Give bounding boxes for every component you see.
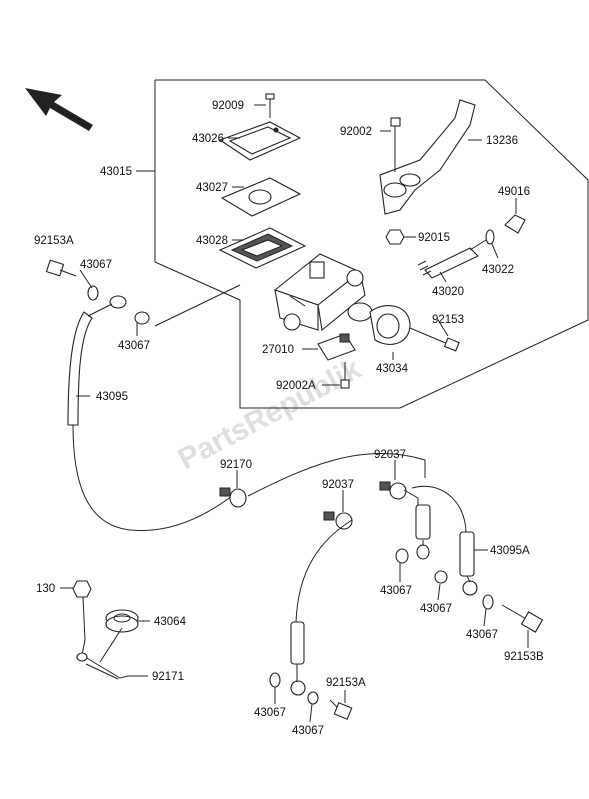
label-92037-b: 92037 xyxy=(374,449,406,461)
nut-92015 xyxy=(385,229,405,245)
bolt-92002 xyxy=(390,117,401,172)
circlip-43022 xyxy=(485,229,495,245)
label-43020: 43020 xyxy=(432,286,464,298)
label-92002A: 92002A xyxy=(276,380,316,392)
label-43067-d: 43067 xyxy=(420,603,452,615)
boot-49016 xyxy=(504,214,526,234)
label-49016: 49016 xyxy=(498,186,530,198)
label-27010: 27010 xyxy=(262,344,294,356)
label-92153A-lower: 92153A xyxy=(326,677,366,689)
label-43067-c: 43067 xyxy=(380,585,412,597)
washer-43067-a xyxy=(87,285,99,301)
label-92002: 92002 xyxy=(340,126,372,138)
plate-43027 xyxy=(220,177,302,217)
assembly-outline xyxy=(154,79,589,409)
label-43067-g: 43067 xyxy=(292,725,324,737)
front-direction-arrow-icon xyxy=(25,88,93,131)
label-43034: 43034 xyxy=(376,363,409,375)
brake-lever-13236 xyxy=(379,99,476,215)
label-43095A: 43095A xyxy=(490,545,530,557)
label-43022: 43022 xyxy=(482,264,514,276)
switch-27010 xyxy=(317,333,356,361)
clamp-43034 xyxy=(369,305,411,345)
reservoir-cap-43026 xyxy=(218,121,302,161)
label-43067-a: 43067 xyxy=(80,259,112,271)
label-92153A-upper: 92153A xyxy=(34,235,74,247)
label-92170: 92170 xyxy=(220,459,252,471)
washer-43067-d xyxy=(434,570,448,584)
label-43067-b: 43067 xyxy=(118,340,150,352)
label-43064: 43064 xyxy=(154,616,187,628)
label-92009: 92009 xyxy=(212,100,244,112)
brake-hose-43095 xyxy=(67,295,426,532)
label-43095: 43095 xyxy=(96,391,128,403)
label-92153B: 92153B xyxy=(504,651,544,663)
label-13236: 13236 xyxy=(486,135,518,147)
washer-43067-e xyxy=(482,594,494,610)
bolt-92153A-lower xyxy=(329,699,353,720)
screw-92002A xyxy=(340,362,350,389)
screw-92009 xyxy=(265,93,275,118)
brake-hose-43095A xyxy=(290,485,478,696)
label-92171: 92171 xyxy=(152,671,184,683)
label-43015: 43015 xyxy=(100,166,132,178)
label-92153: 92153 xyxy=(432,314,464,326)
clamp-92171 xyxy=(76,627,129,680)
washer-43067-c xyxy=(395,548,409,564)
washer-43067-f xyxy=(269,672,281,688)
label-130: 130 xyxy=(36,583,55,595)
piston-assembly-43020 xyxy=(417,239,487,279)
grommet-43064 xyxy=(105,609,139,633)
label-92037-a: 92037 xyxy=(322,479,354,491)
master-cylinder-body xyxy=(273,253,373,332)
bolt-130 xyxy=(72,580,92,641)
bolt-92153A-upper xyxy=(45,259,77,277)
watermark-text: PartsRepublik xyxy=(173,352,367,476)
diaphragm-43028 xyxy=(218,227,307,269)
leader-lines xyxy=(60,104,529,723)
washer-43067-b xyxy=(134,311,150,325)
fitting-92170 xyxy=(219,487,247,508)
label-43027: 43027 xyxy=(196,182,228,194)
label-43067-f: 43067 xyxy=(254,707,286,719)
washer-43067-g xyxy=(307,691,319,705)
fitting-92037-a xyxy=(323,511,353,530)
label-43067-e: 43067 xyxy=(466,629,498,641)
label-43026: 43026 xyxy=(192,133,224,145)
fitting-92037-b xyxy=(379,481,407,500)
bolt-92153 xyxy=(409,327,460,352)
bolt-92153B xyxy=(501,604,544,633)
label-92015: 92015 xyxy=(418,232,450,244)
label-43028: 43028 xyxy=(196,235,228,247)
